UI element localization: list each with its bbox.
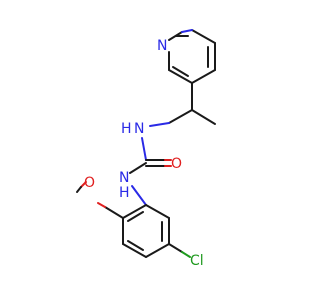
bond [104, 206, 124, 219]
bond [191, 69, 216, 84]
bond-n [149, 122, 170, 127]
bond-cl [181, 251, 191, 258]
benzene-ring [122, 204, 170, 258]
amine-n-bottom-label: N [119, 170, 129, 186]
bond [122, 243, 147, 258]
bond-inner [127, 240, 144, 251]
molecule-canvas: N H N O N H O [76, 29, 216, 269]
amine-n-label: N [134, 121, 144, 137]
ethyl-linker [168, 82, 216, 125]
bond [122, 204, 147, 219]
bond-n [131, 185, 147, 206]
bond [76, 186, 82, 193]
bond-o [97, 202, 106, 208]
bond-n [141, 137, 147, 161]
bond [145, 243, 170, 258]
bond-inner [172, 66, 189, 77]
pyridine-nitrogen-label: N [157, 38, 167, 54]
structure-diagram: N H N O N H O [76, 29, 216, 269]
bond-o [80, 181, 87, 188]
bond-n [181, 29, 193, 33]
bond [168, 109, 193, 124]
bond [129, 162, 147, 174]
bond [168, 243, 183, 253]
bond [191, 29, 216, 44]
amine-h-label: H [121, 121, 132, 137]
bond [145, 204, 170, 219]
methoxy-group [76, 181, 124, 219]
methyl-bond [191, 109, 216, 125]
amine-h-bottom-label: H [119, 185, 130, 201]
carbonyl-oxygen-label: O [171, 156, 182, 172]
bond-inner [127, 211, 144, 222]
chlorine-label: Cl [190, 253, 204, 269]
methoxy-oxygen-label: O [84, 175, 95, 191]
bond [168, 69, 193, 84]
urea-core [129, 137, 172, 174]
pyridine-ring [168, 29, 216, 84]
